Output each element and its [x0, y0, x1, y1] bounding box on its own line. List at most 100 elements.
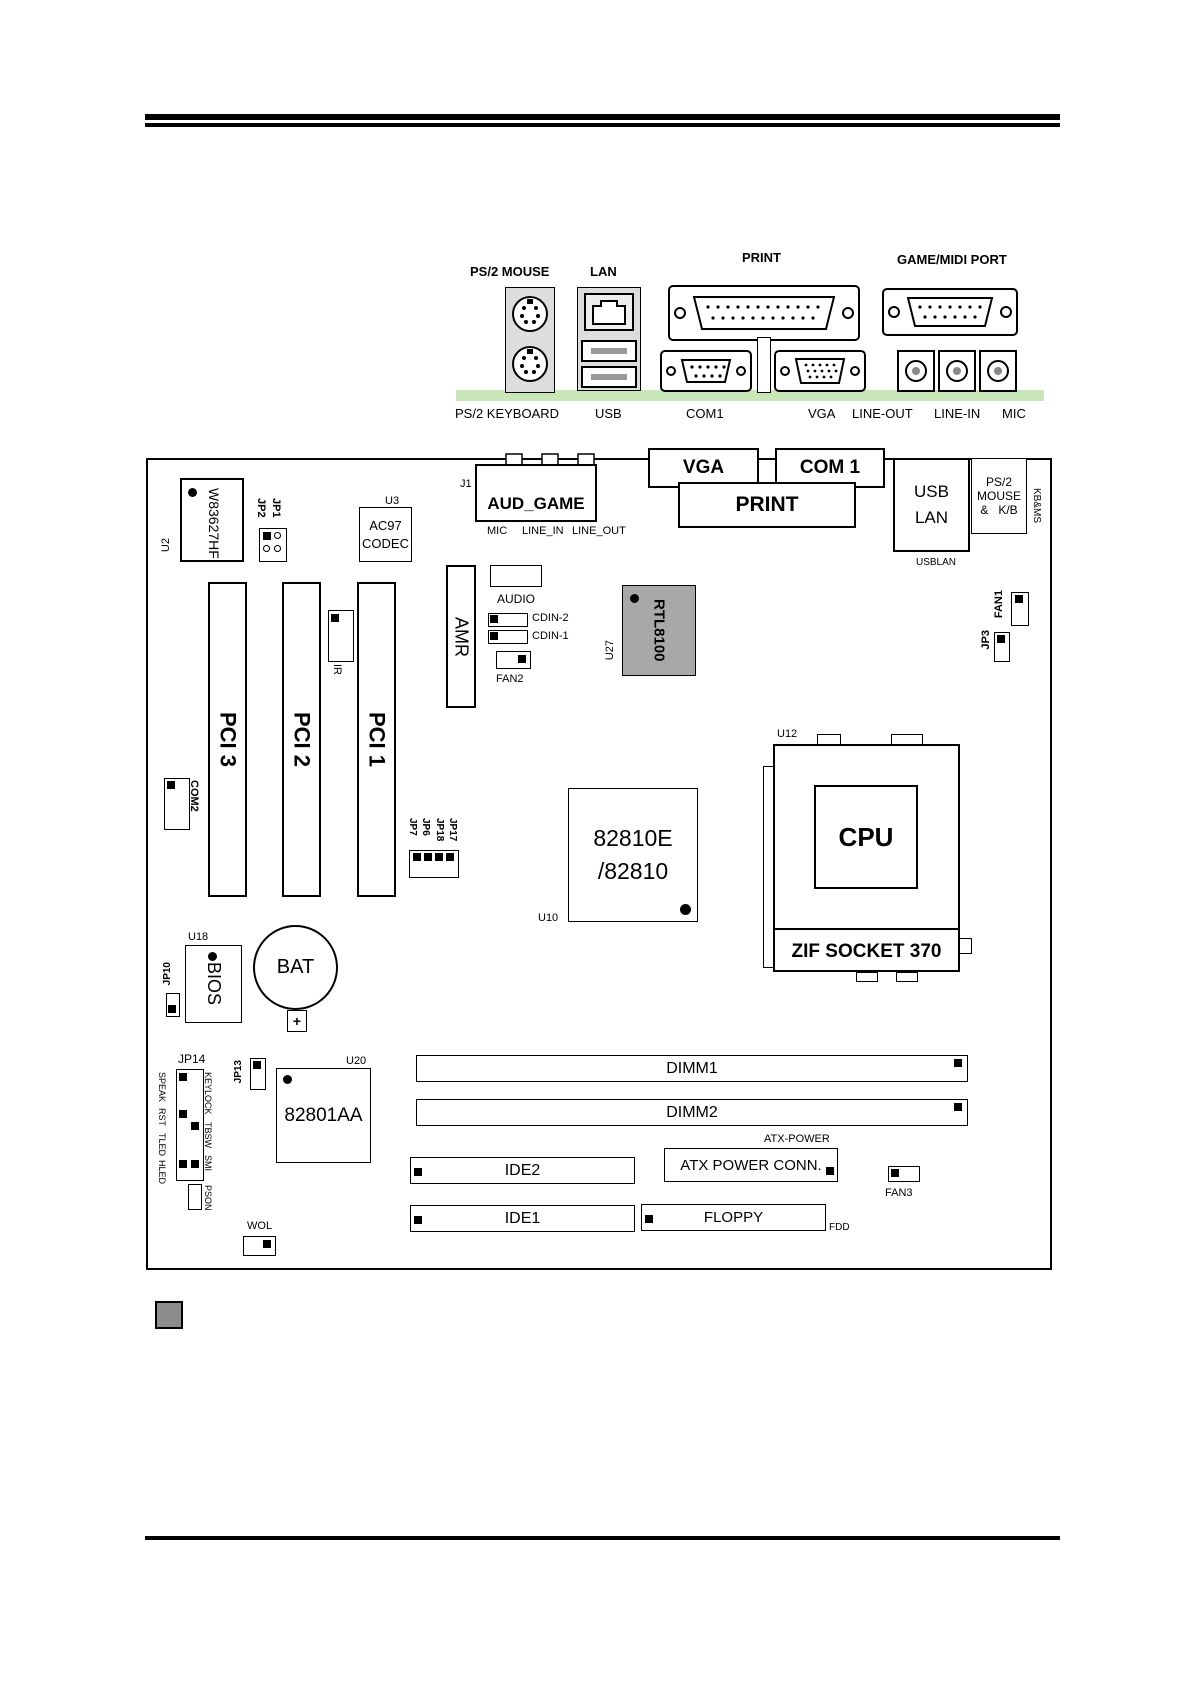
jp1-jp2-pin: [274, 545, 281, 552]
pson-label: PSON: [203, 1185, 213, 1211]
board-print-label: PRINT: [735, 493, 799, 516]
floppy-label: FLOPPY: [703, 1209, 764, 1226]
ir-label: IR: [331, 664, 343, 675]
jp14-pin: [191, 1160, 199, 1168]
footer-rule: [145, 1536, 1060, 1540]
u2-pin1-dot: [188, 488, 197, 497]
wol-pin1: [263, 1240, 271, 1248]
motherboard-outline: [146, 458, 1052, 1270]
audio-header: [490, 565, 542, 587]
print-label: PRINT: [742, 250, 781, 265]
header-rule-top: [145, 114, 1060, 120]
jp1-jp2-pin: [274, 532, 281, 539]
audio-label: AUDIO: [497, 592, 536, 606]
u18-label: U18: [188, 931, 209, 943]
atx-power-small-label: ATX-POWER: [764, 1133, 830, 1145]
com1-port-icon: [660, 350, 752, 397]
tled-label: TLED: [157, 1133, 167, 1157]
cdin1-header: [488, 630, 528, 644]
board-com1-connector: COM 1: [775, 448, 885, 488]
u12-label: U12: [777, 728, 798, 740]
northbridge-pin1-dot: [680, 904, 691, 915]
dimm1-pin1: [954, 1059, 962, 1067]
ir-header: [328, 610, 354, 662]
board-ps2-mouse-label: MOUSE: [976, 489, 1021, 503]
board-com1-label: COM 1: [799, 457, 861, 478]
jp3-label: JP3: [980, 630, 992, 650]
board-ps2-top-label: PS/2: [985, 475, 1012, 489]
atx-conn-label: ATX POWER CONN.: [680, 1156, 822, 1174]
rtl8100-pin1-dot: [630, 594, 639, 603]
jp14-pin1: [179, 1073, 187, 1081]
io-base-strip: [456, 390, 1044, 401]
board-print-connector: PRINT: [678, 482, 856, 528]
cdin1-pin1: [490, 632, 498, 640]
line-in-jack-icon: [938, 350, 976, 397]
com1-label: COM1: [686, 406, 724, 421]
vga-label: VGA: [808, 406, 836, 421]
wol-header: [243, 1236, 276, 1256]
line-in-label: LINE-IN: [934, 406, 981, 421]
jp14-pin: [191, 1122, 199, 1130]
floppy-pin1: [645, 1215, 653, 1223]
game-midi-label: GAME/MIDI PORT: [897, 252, 1007, 267]
usb-port-bottom-icon: [581, 366, 637, 393]
board-ps2-amp: &: [980, 503, 989, 517]
jp1-jp2-pin: [263, 545, 270, 552]
jp13-pin1: [253, 1061, 261, 1069]
lan-label: LAN: [590, 264, 617, 279]
jp1-label: JP1: [270, 498, 282, 518]
ir-pin1: [331, 614, 339, 622]
jp13-jumper: [250, 1058, 266, 1090]
aud-game-connector: AUD_GAME: [475, 464, 597, 522]
dimm1-slot: DIMM1: [416, 1055, 968, 1082]
pci3-label: PCI 3: [215, 711, 241, 768]
line-out-jack-icon: [897, 350, 935, 397]
cdin2-pin1: [490, 615, 498, 623]
cpu-socket-tab: [896, 972, 918, 982]
cpu-socket-tab: [958, 938, 972, 954]
print-port-icon: [668, 285, 860, 346]
jp3-pin1: [997, 635, 1005, 643]
ps2-keyboard-port-icon: [510, 344, 550, 389]
jp10-label: JP10: [162, 962, 173, 986]
ps2-mouse-label: PS/2 MOUSE: [470, 264, 550, 279]
board-vga-label: VGA: [682, 457, 725, 478]
kbms-label: KB&MS: [1031, 488, 1042, 524]
lan-port-icon: [583, 292, 635, 337]
speak-label: SPEAK: [157, 1072, 167, 1103]
keylock-label: KEYLOCK: [203, 1072, 213, 1115]
dimm2-slot: DIMM2: [416, 1099, 968, 1126]
board-usb-label: USB: [914, 482, 949, 501]
fan1-header: [1011, 592, 1029, 626]
legend-swatch: [155, 1301, 183, 1329]
battery-plus-label: +: [292, 1013, 302, 1029]
amr-slot: AMR: [446, 565, 476, 708]
dimm1-label: DIMM1: [666, 1059, 718, 1077]
mic-label: MIC: [1002, 406, 1026, 421]
floppy-connector: FLOPPY: [641, 1204, 826, 1231]
usb-label: USB: [595, 406, 622, 421]
header-rule-bottom: [145, 123, 1060, 127]
u2-label: U2: [160, 538, 172, 553]
aud-mic-label: MIC: [487, 525, 508, 537]
jp10-jumper: [166, 993, 180, 1017]
pci3-slot: PCI 3: [208, 582, 247, 897]
fan1-pin1: [1015, 595, 1023, 603]
ide1-connector: IDE1: [410, 1205, 635, 1232]
fan1-label: FAN1: [993, 590, 1005, 619]
usblan-label: USBLAN: [916, 557, 957, 568]
fan2-label: FAN2: [496, 673, 524, 685]
jp6-jp7-jp17-jp18-jumpers: [409, 850, 459, 878]
u10-label: U10: [538, 912, 559, 924]
codec-label: CODEC: [362, 536, 409, 551]
vga-port-icon: [774, 350, 866, 397]
usb-port-top-icon: [581, 340, 637, 367]
line-out-label: LINE-OUT: [852, 406, 913, 421]
rst-label: RST: [157, 1108, 167, 1126]
j1-label: J1: [460, 478, 472, 490]
ide2-pin1: [414, 1168, 422, 1176]
jp13-label: JP13: [233, 1060, 244, 1084]
cdin1-label: CDIN-1: [532, 630, 569, 642]
u20-label: U20: [346, 1055, 367, 1067]
